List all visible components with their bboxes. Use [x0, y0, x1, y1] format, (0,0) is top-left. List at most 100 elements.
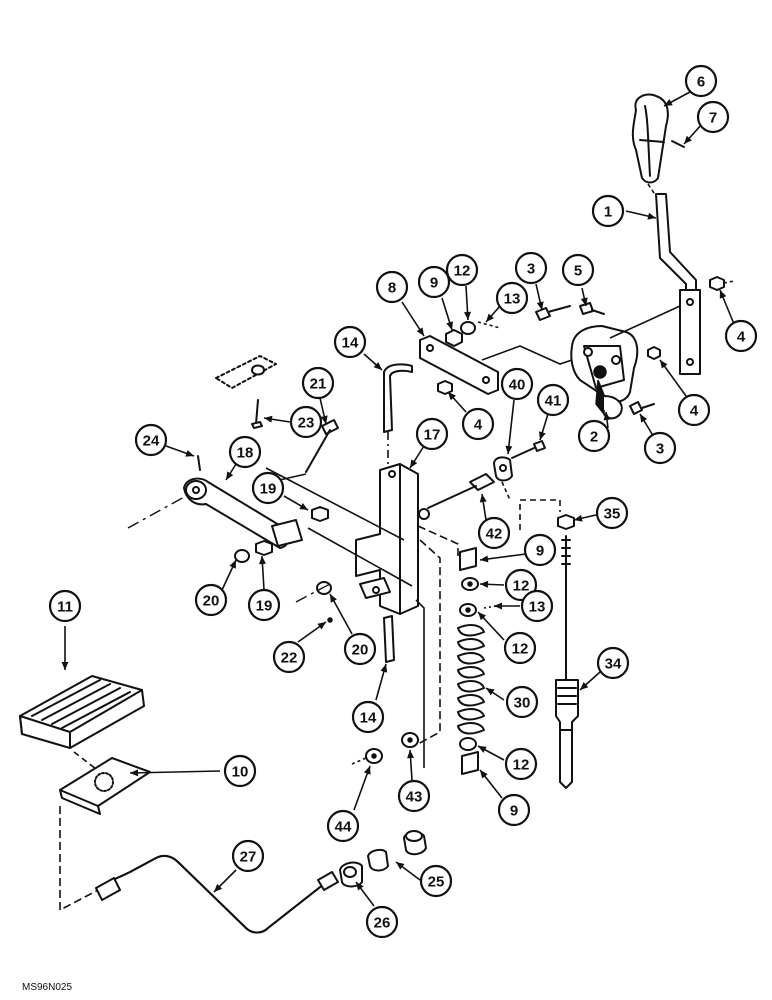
callout-label: 19 [256, 598, 273, 615]
nut-lever [311, 506, 329, 522]
callout-label: 41 [545, 393, 562, 410]
callout-circle [419, 864, 453, 898]
pivot-bracket [355, 463, 430, 615]
callout-label: 7 [709, 110, 717, 127]
callout-arrowhead [226, 471, 234, 480]
knob-pin [671, 140, 685, 148]
callout-circle [48, 589, 82, 623]
callout-circle [461, 407, 495, 441]
callout-2: 2 [577, 411, 611, 453]
callout-label: 12 [513, 757, 530, 774]
callout-label: 3 [527, 261, 535, 278]
callout-label: 44 [335, 819, 352, 836]
drawing-code: MS96N025 [22, 982, 72, 993]
callout-12: 12 [477, 611, 537, 665]
callout-9: 9 [479, 769, 531, 827]
callout-27: 27 [213, 839, 265, 893]
callout-label: 18 [237, 445, 254, 462]
callout-circle [228, 435, 262, 469]
callout-circle [251, 471, 285, 505]
callout-41: 41 [536, 383, 570, 441]
callout-35: 35 [573, 496, 629, 530]
shift-knob [631, 93, 669, 184]
callout-label: 13 [504, 291, 521, 308]
callout-label: 26 [374, 915, 391, 932]
callout-arrowhead [536, 301, 544, 310]
callout-label: 9 [510, 803, 518, 820]
washer-bracket [316, 581, 332, 595]
callout-arrowhead [396, 862, 405, 870]
callout-circle [724, 319, 758, 353]
callout-12: 12 [477, 745, 538, 781]
callout-40: 40 [500, 367, 534, 455]
callout-label: 5 [574, 263, 582, 280]
callout-23: 23 [263, 405, 323, 439]
upper-rod [383, 363, 413, 433]
callout-circle [596, 646, 630, 680]
callout-arrowhead [719, 290, 727, 299]
callout-arrowhead [407, 750, 415, 759]
callout-circle [643, 431, 677, 465]
callout-arrowhead [580, 297, 588, 306]
callout-circle [595, 496, 629, 530]
callout-arrowhead [330, 594, 337, 603]
callout-label: 14 [342, 335, 359, 352]
callout-arrowhead [299, 502, 308, 510]
callout-circle [677, 393, 711, 427]
seat-bolt [215, 355, 277, 429]
washer-spring-bottom [459, 737, 477, 751]
callout-13: 13 [494, 589, 554, 623]
callout-circle [477, 516, 511, 550]
callout-circle [500, 367, 534, 401]
callout-circle [577, 419, 611, 453]
callout-label: 34 [605, 656, 622, 673]
callout-arrowhead [478, 612, 487, 621]
callout-circle [333, 325, 367, 359]
lever-pin [197, 455, 201, 471]
callout-label: 40 [509, 377, 526, 394]
callout-arrowhead [416, 327, 424, 336]
pedal-shaft [95, 854, 339, 934]
callout-label: 1 [604, 204, 612, 221]
callout-arrowhead [486, 688, 495, 696]
callout-14: 14 [333, 325, 383, 371]
callout-arrowhead [448, 392, 456, 401]
callout-arrowhead [380, 664, 388, 673]
callout-arrowhead [464, 311, 472, 320]
callout-label: 21 [310, 376, 327, 393]
callout-arrowhead [603, 412, 611, 421]
callout-circle [514, 251, 548, 285]
bolt-lower [629, 401, 643, 415]
callout-22: 22 [272, 621, 327, 674]
bushing-upper [459, 547, 477, 571]
callout-label: 22 [281, 650, 298, 667]
callout-label: 30 [514, 695, 531, 712]
callout-label: 11 [57, 599, 73, 616]
callout-label: 17 [424, 427, 441, 444]
callout-arrowhead [478, 746, 487, 753]
callout-label: 2 [590, 429, 598, 446]
callout-18: 18 [225, 435, 262, 481]
callout-label: 12 [454, 263, 471, 280]
callout-7: 7 [683, 100, 730, 145]
callout-label: 25 [428, 874, 445, 891]
callout-label: 9 [430, 275, 438, 292]
callout-arrowhead [317, 622, 326, 630]
callout-26: 26 [355, 881, 399, 939]
bushing-lower [461, 751, 479, 775]
callout-label: 23 [298, 415, 315, 432]
pedal-plate [59, 757, 151, 815]
cross-lever [183, 477, 303, 549]
callout-13: 13 [485, 281, 529, 323]
ball-joint [493, 456, 513, 482]
callout-circle [301, 366, 335, 400]
callout-arrowhead [373, 362, 382, 370]
callout-arrowhead [580, 682, 589, 690]
callout-label: 3 [656, 441, 664, 458]
callout-circle [561, 253, 595, 287]
callout-circle [696, 100, 730, 134]
callout-43: 43 [397, 749, 431, 813]
callout-3: 3 [639, 413, 677, 465]
